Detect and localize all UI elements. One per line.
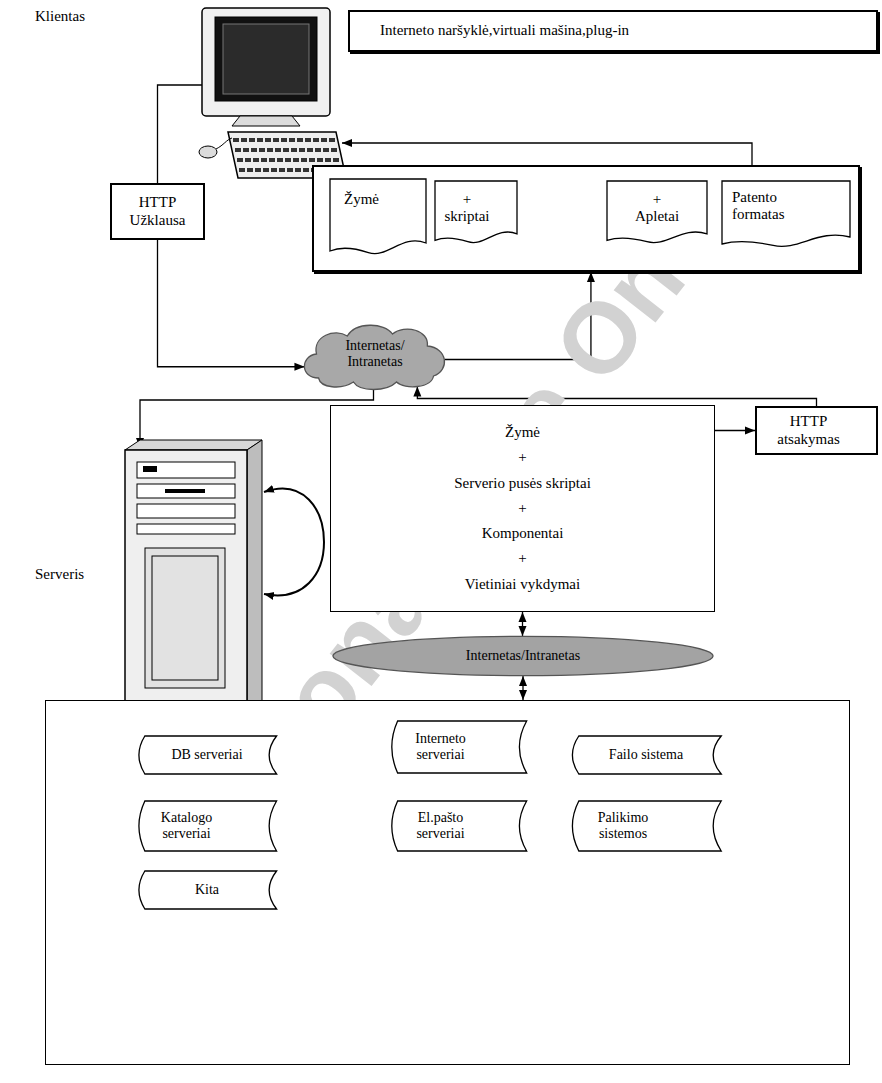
node-text: + <box>518 550 526 567</box>
node-text: Interneto naršyklė,virtuali mašina,plug-… <box>380 22 629 39</box>
front-panel <box>145 548 225 688</box>
processing-loop-arrow <box>264 489 324 596</box>
resource-shape: Kita <box>133 871 281 909</box>
scroll-path <box>572 801 721 851</box>
doc-path <box>607 181 707 243</box>
resource-shape: Palikimo sistemos <box>566 801 726 851</box>
node-text: El.pašto serveriai <box>400 810 481 842</box>
node-text: Žymė <box>344 191 379 208</box>
node-text: Serverio pusės skriptai <box>454 475 591 492</box>
front-panel-inner <box>152 556 218 680</box>
node-text: Žymė <box>505 424 540 441</box>
drive-bay <box>137 462 235 478</box>
resource-shape: Katalogo serveriai <box>133 801 281 851</box>
drive-slot <box>143 466 157 472</box>
resource-shape: Interneto serveriai <box>386 721 531 773</box>
drive-bay <box>137 484 235 498</box>
resource-shape: El.pašto serveriai <box>386 801 531 851</box>
node-text: + <box>518 449 526 466</box>
tower-front <box>125 450 247 720</box>
region-label: Klientas <box>35 8 85 25</box>
server-content-box: Žymė + Serverio pusės skriptai + Komponentai… <box>330 405 715 612</box>
node-text: + <box>518 500 526 517</box>
monitor-screen <box>223 24 309 94</box>
scroll-path <box>139 871 277 909</box>
scroll-path <box>392 801 527 851</box>
client-request-wire <box>158 85 203 183</box>
server-tower <box>125 440 262 726</box>
node-text: Internetas/Intranetas <box>466 648 580 664</box>
region-label: Serveris <box>35 566 84 583</box>
document-shape: + Apletai <box>607 181 707 247</box>
node-text: Interneto serveriai <box>400 731 481 763</box>
node-text: Vietiniai vykdymai <box>465 576 580 593</box>
connector-arrow <box>715 430 755 431</box>
content-to-client-arrow <box>342 143 752 165</box>
mouse-cable <box>216 138 232 149</box>
client-software-box: Interneto naršyklė,virtuali mašina,plug-… <box>348 10 878 52</box>
drive-slot <box>165 489 205 493</box>
document-shape: Žymė <box>330 179 426 259</box>
node-text: Katalogo serveriai <box>147 810 226 842</box>
resource-shape: DB serveriai <box>133 736 281 774</box>
node-text: Internetas/ Intranetas <box>322 338 428 370</box>
node-text: Komponentai <box>482 525 564 542</box>
cloud-path <box>304 325 444 389</box>
document-shape: + skriptai <box>435 181 517 247</box>
client-computer <box>199 8 346 178</box>
backend-resources-group: DB serveriai Interneto serveriaiFailo sis… <box>45 700 850 1065</box>
node-text: HTTP atsakymas <box>765 413 852 448</box>
scroll-path <box>139 801 277 851</box>
node-text: Patento formatas <box>732 189 800 224</box>
monitor-stand <box>232 116 300 126</box>
doc-path <box>722 181 850 246</box>
doc-path <box>330 179 426 254</box>
monitor-case <box>202 8 330 116</box>
scroll-path <box>139 736 277 774</box>
tower-top <box>125 440 262 450</box>
network-cloud: Internetas/ Intranetas <box>298 318 452 390</box>
network-ellipse: Internetas/Intranetas <box>331 636 715 676</box>
drive-bay <box>137 504 235 518</box>
connector-arrow <box>158 240 305 367</box>
document-shape: Patento formatas <box>722 181 850 251</box>
connector-arrow <box>522 676 523 700</box>
monitor-bezel <box>215 17 317 101</box>
node-text: Palikimo sistemos <box>580 810 666 842</box>
mouse <box>199 146 217 158</box>
connector-arrow <box>522 612 523 636</box>
scroll-path <box>572 736 721 774</box>
ellipse-path <box>333 636 713 675</box>
node-text: HTTP Užklausa <box>120 194 195 229</box>
node-text: + skriptai <box>441 191 493 226</box>
drive-bay <box>137 524 235 534</box>
client-content-group: Žymė + skriptai + Apletai Patento formatas <box>312 165 860 272</box>
node-text: DB serveriai <box>171 747 242 763</box>
node-text: + Apletai <box>631 191 683 226</box>
http-response-box: HTTP atsakymas <box>755 406 878 455</box>
node-text: Kita <box>195 882 219 898</box>
scroll-path <box>392 721 527 773</box>
doc-path <box>435 181 517 243</box>
node-text: Failo sistema <box>609 747 683 763</box>
resource-shape: Failo sistema <box>566 736 726 774</box>
http-request-box: HTTP Užklausa <box>110 183 205 240</box>
